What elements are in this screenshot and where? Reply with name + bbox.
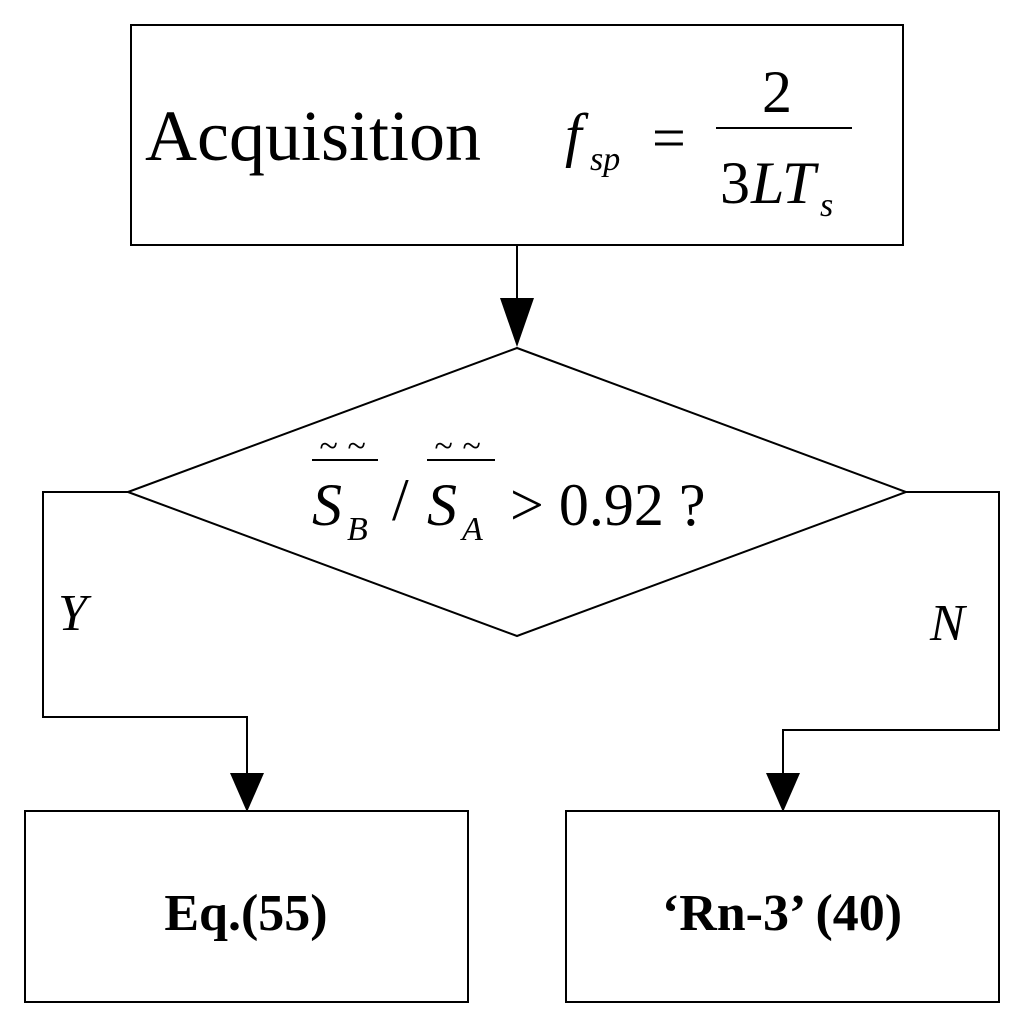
arrow-down-icon <box>500 298 534 347</box>
arrow-down-icon <box>766 773 800 812</box>
acquisition-box <box>130 24 904 246</box>
arrow-down-icon <box>230 773 264 812</box>
s-b-tilde-1: ~ <box>319 428 337 465</box>
s-a-symbol: S <box>427 472 457 538</box>
s-b-tilde-2: ~ <box>347 428 365 465</box>
yes-branch-line <box>42 491 248 775</box>
denominator-subscript: s <box>820 187 833 224</box>
decision-diamond <box>125 346 909 638</box>
denominator-L: L <box>750 150 784 216</box>
s-b-subscript: B <box>347 511 368 548</box>
no-label: N <box>929 595 968 652</box>
f-subscript: sp <box>590 141 620 178</box>
denominator-T: T <box>782 150 819 216</box>
fraction-numerator: 2 <box>762 59 792 125</box>
outcome-right-label: ‘Rn-3’ (40) <box>662 885 902 942</box>
equals-sign: = <box>652 105 686 171</box>
yes-label: Y <box>58 585 92 642</box>
denominator-lead: 3 <box>720 150 750 216</box>
s-a-tilde-2: ~ <box>462 428 480 465</box>
outcome-box-right <box>565 810 1000 1003</box>
outcome-box-left <box>24 810 469 1003</box>
outcome-left-label: Eq.(55) <box>164 885 327 942</box>
s-b-symbol: S <box>312 472 342 538</box>
s-a-subscript: A <box>460 511 483 548</box>
division-slash: / <box>392 467 409 533</box>
s-a-tilde-1: ~ <box>434 428 452 465</box>
comparison-text: > 0.92 ? <box>510 472 705 538</box>
acquisition-label: Acquisition <box>145 96 481 176</box>
no-branch-line <box>782 491 1000 775</box>
